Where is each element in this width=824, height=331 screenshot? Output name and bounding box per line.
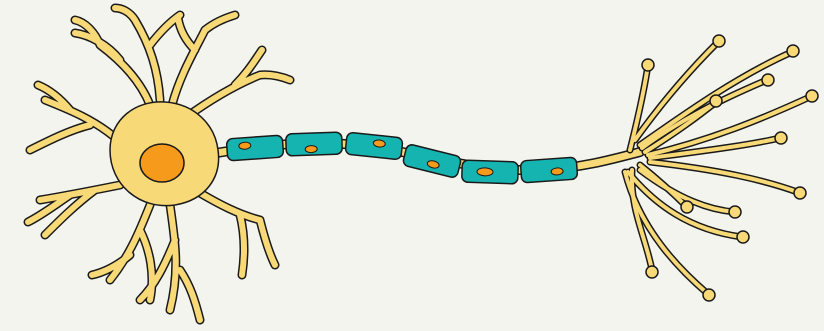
terminal-bouton xyxy=(737,231,749,243)
terminal-bouton xyxy=(681,201,693,213)
myelin-segment-5 xyxy=(462,160,519,184)
schwann-cell-nucleus xyxy=(477,168,493,177)
schwann-cell-nucleus xyxy=(305,145,317,152)
terminal-bouton xyxy=(794,187,806,199)
terminal-bouton xyxy=(729,206,741,218)
terminal-bouton xyxy=(762,74,774,86)
terminal-bouton xyxy=(703,289,715,301)
schwann-cell-nucleus xyxy=(551,168,563,176)
terminal-bouton xyxy=(775,132,787,144)
terminal-bouton xyxy=(787,45,799,57)
terminal-bouton xyxy=(713,35,725,47)
myelin-segment-6 xyxy=(520,157,577,183)
myelin-segment-2 xyxy=(286,132,343,156)
myelin-segment-1 xyxy=(226,135,283,161)
terminal-bouton xyxy=(710,95,722,107)
terminal-bouton xyxy=(806,90,818,102)
terminal-bouton xyxy=(642,59,654,71)
terminal-bouton xyxy=(646,266,658,278)
cell-nucleus xyxy=(140,144,184,182)
schwann-cell-nucleus xyxy=(239,142,251,150)
